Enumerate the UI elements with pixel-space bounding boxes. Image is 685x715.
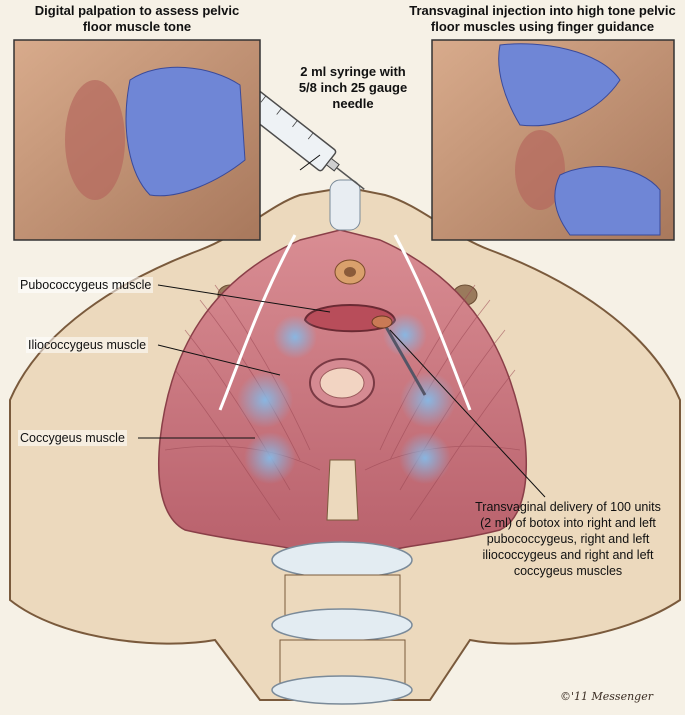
arcus-left — [218, 234, 297, 411]
caption-line: floor muscle tone — [82, 19, 192, 34]
left-photo-caption: Digital palpation to assess pelvic floor… — [14, 3, 260, 35]
delivery-note: Transvaginal delivery of 100 units (2 ml… — [452, 499, 684, 579]
caption-line: Digital palpation to assess pelvic — [34, 3, 240, 18]
right-photo-caption: Transvaginal injection into high tone pe… — [400, 3, 685, 35]
injection-site — [383, 313, 427, 357]
gloved-hand-left — [125, 66, 246, 197]
caption-line: Transvaginal injection into high tone pe… — [409, 3, 676, 18]
syringe-label-line: needle — [332, 96, 374, 111]
leader-lines — [138, 154, 546, 498]
delivery-note-line: (2 ml) of botox into right and left — [480, 516, 656, 530]
injection-sites — [237, 313, 456, 484]
injection-site — [399, 432, 451, 484]
delivery-note-line: iliococcygeus and right and left — [482, 548, 654, 562]
delivery-note-line: coccygeus muscles — [513, 564, 623, 578]
injection-site — [244, 432, 296, 484]
syringe-label-line: 5/8 inch 25 gauge — [298, 80, 408, 95]
pubococcygeus-label: Pubococcygeus muscle — [18, 277, 154, 293]
needle — [383, 324, 427, 396]
artist-signature: ©'11 Messenger — [560, 690, 653, 703]
left-photo — [13, 39, 261, 241]
syringe-label-line: 2 ml syringe with — [300, 64, 406, 79]
delivery-note-line: Transvaginal delivery of 100 units — [475, 500, 661, 514]
right-photo — [431, 39, 675, 241]
syringe-label: 2 ml syringe with 5/8 inch 25 gauge need… — [278, 64, 428, 112]
arcus-right — [393, 234, 472, 411]
injection-site — [273, 315, 317, 359]
gloved-hand-right-lower — [554, 166, 661, 236]
caption-line: floor muscles using finger guidance — [430, 19, 655, 34]
pubic-symphysis — [329, 179, 361, 231]
coccyx — [326, 459, 359, 521]
injection-site — [400, 372, 456, 428]
delivery-note-line: pubococcygeus, right and left — [486, 532, 650, 546]
injection-site — [237, 372, 293, 428]
gloved-hand-right-upper — [498, 43, 621, 127]
iliococcygeus-label: Iliococcygeus muscle — [26, 337, 149, 353]
vertebrae — [271, 541, 413, 705]
coccygeus-label: Coccygeus muscle — [18, 430, 127, 446]
